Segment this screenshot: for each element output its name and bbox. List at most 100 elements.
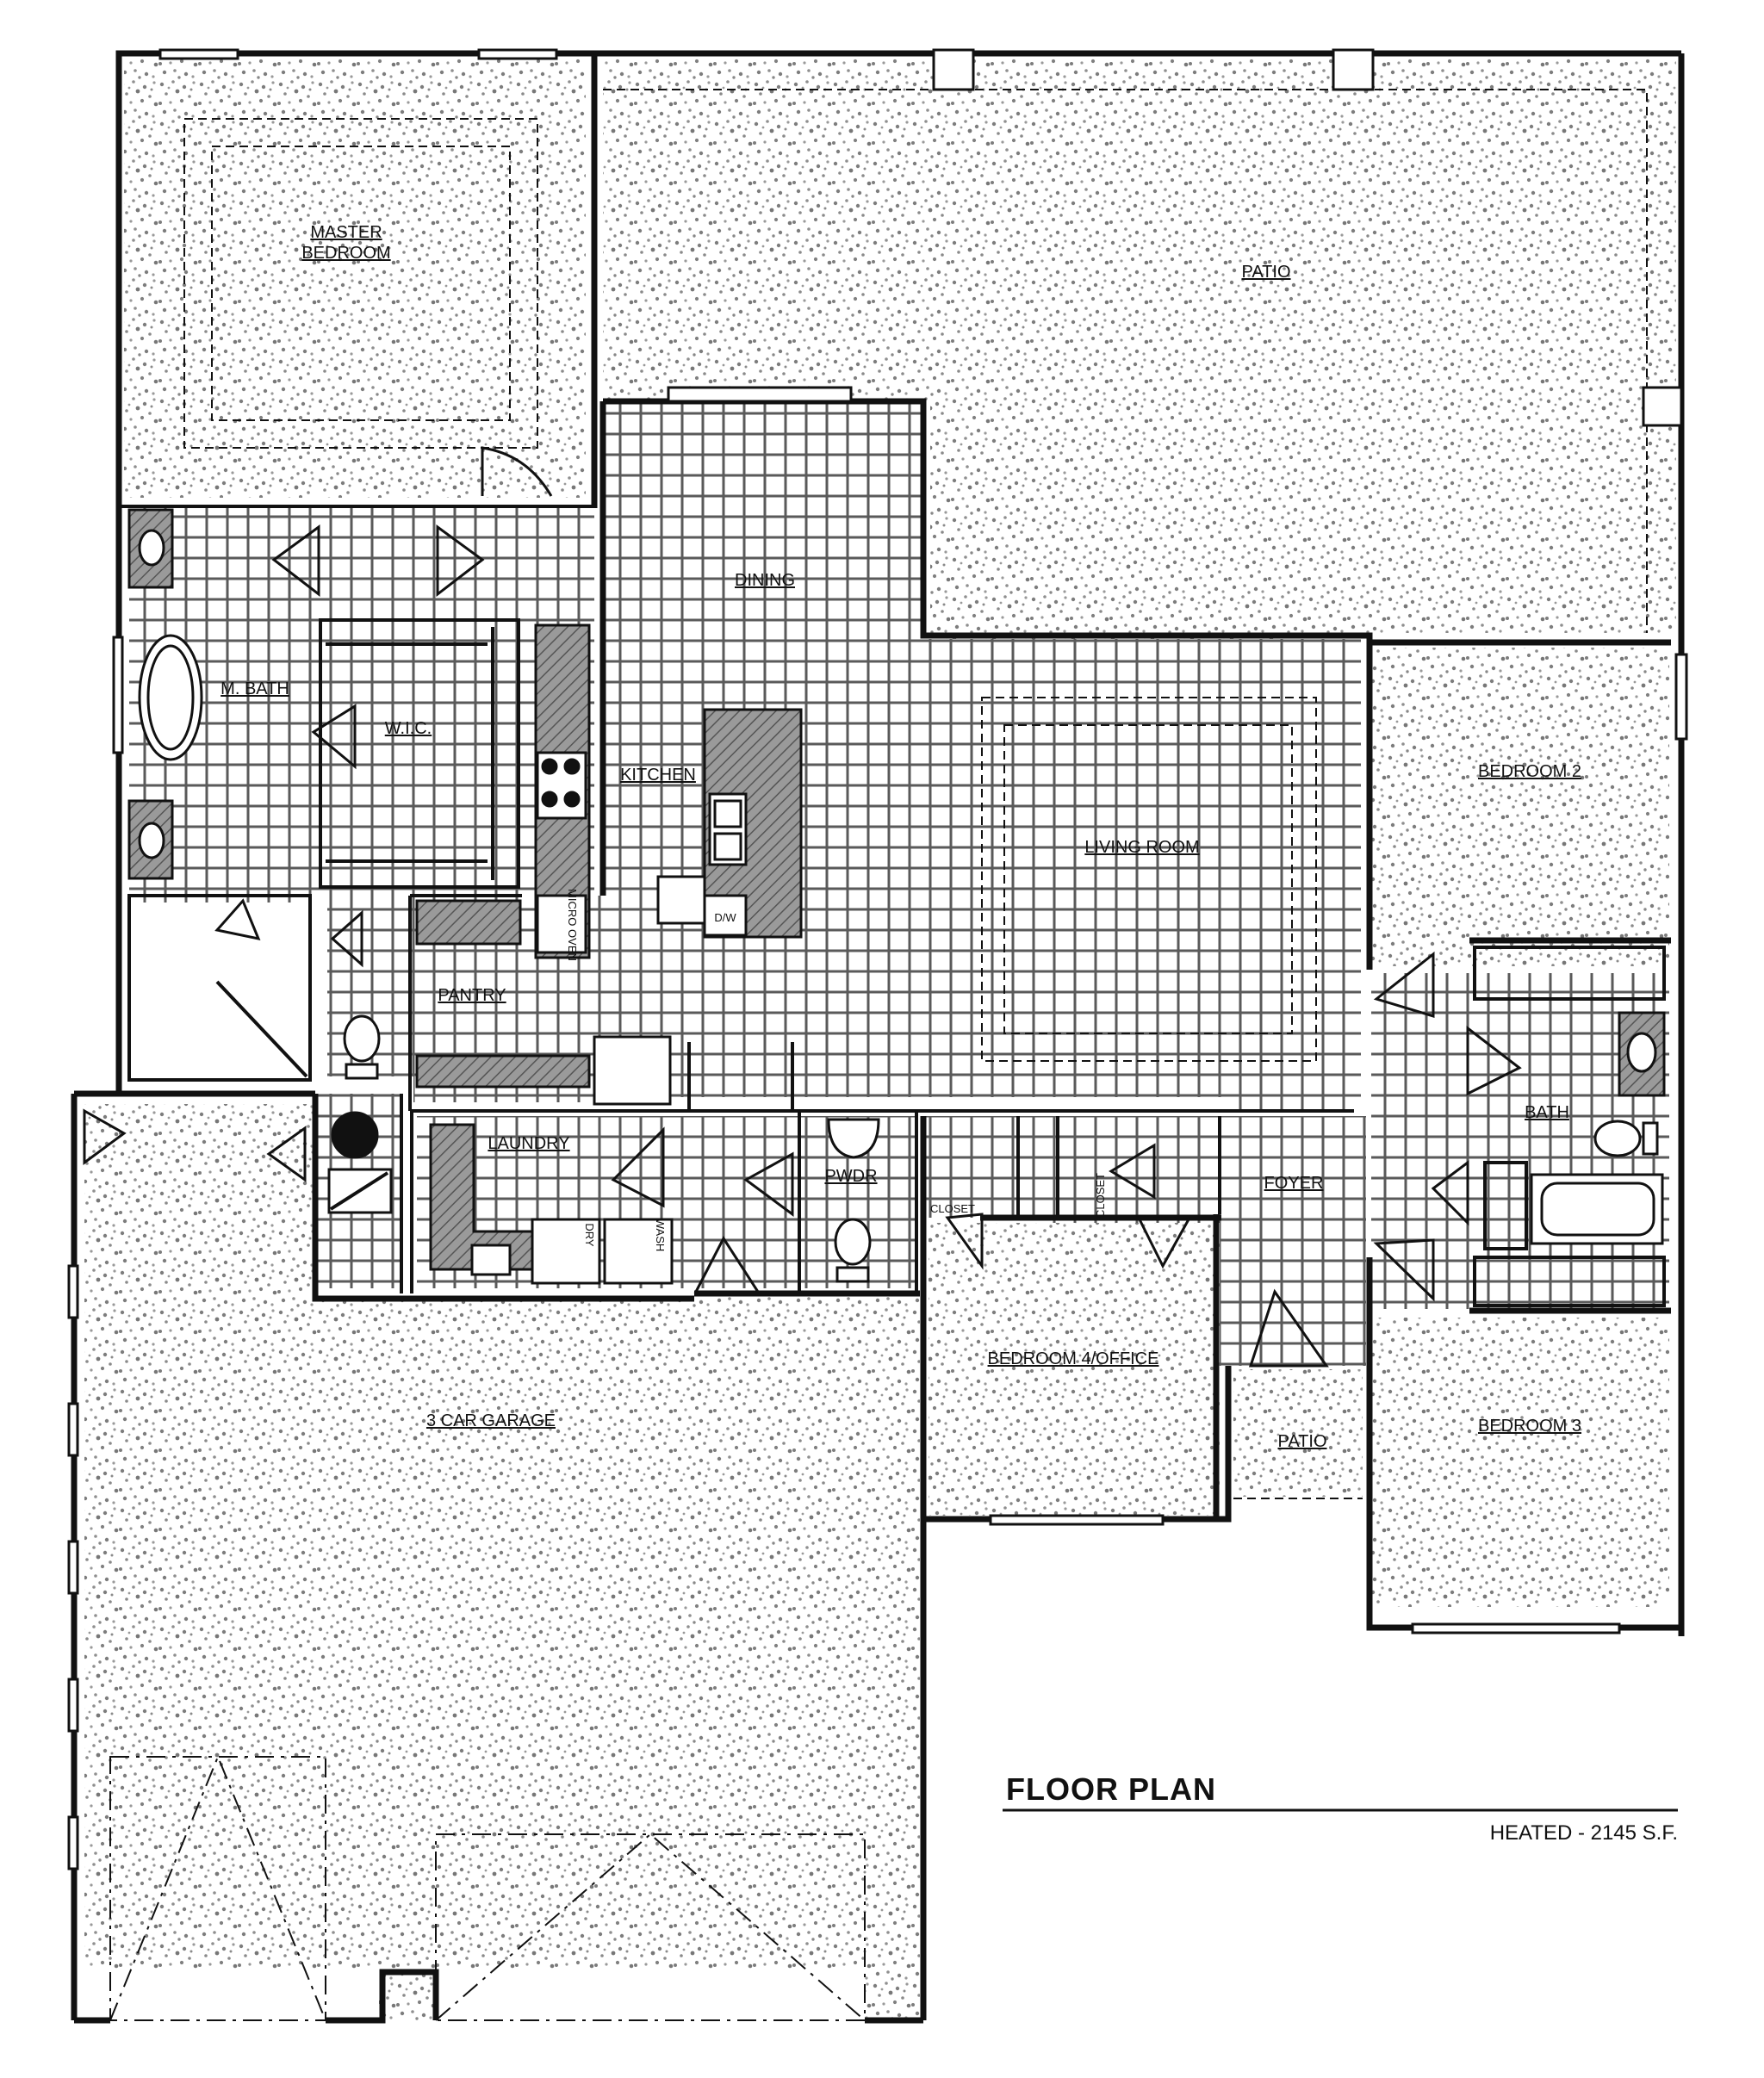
window bbox=[1642, 386, 1683, 427]
door-swing bbox=[693, 1236, 761, 1293]
garage-door-left bbox=[109, 1756, 326, 2021]
living-tray-inner bbox=[1003, 724, 1293, 1034]
floor-fills bbox=[84, 59, 1676, 2020]
door-swing bbox=[271, 524, 320, 598]
wic-box bbox=[319, 618, 520, 889]
door-swing bbox=[1373, 951, 1435, 1019]
door-swing bbox=[1466, 1025, 1522, 1096]
closet-floor bbox=[923, 1116, 1053, 1218]
kitchen-label: KITCHEN bbox=[620, 766, 696, 785]
window bbox=[67, 1678, 79, 1733]
bathtub-inner-icon bbox=[1540, 1182, 1655, 1237]
bedroom-4-label: BEDROOM 4/OFFICE bbox=[988, 1349, 1159, 1368]
door-swing bbox=[743, 1151, 794, 1217]
dishwasher-label: D/W bbox=[714, 911, 736, 924]
burner-icon bbox=[563, 791, 581, 808]
door-swing bbox=[481, 446, 553, 497]
washer-icon bbox=[603, 1218, 674, 1285]
micro-oven-label: MICRO OVEN bbox=[566, 889, 579, 961]
closet-right-label: CLOSET bbox=[1094, 1173, 1107, 1218]
water-heater-icon bbox=[331, 1111, 379, 1159]
door-swing bbox=[214, 898, 261, 941]
door-swing bbox=[1431, 1160, 1469, 1226]
bedroom-3-floor bbox=[1371, 1318, 1669, 1607]
toilet-icon bbox=[834, 1218, 872, 1266]
walls bbox=[71, 50, 1685, 2024]
shower-x1 bbox=[215, 980, 308, 1078]
pedestal-sink-icon bbox=[827, 1118, 880, 1159]
closet-left-label: CLOSET bbox=[930, 1202, 975, 1215]
dryer-icon bbox=[531, 1218, 601, 1285]
bedroom-2-floor bbox=[1371, 648, 1669, 966]
living-tray-outer bbox=[981, 697, 1317, 1062]
burner-icon bbox=[541, 791, 558, 808]
front-patio-label: PATIO bbox=[1277, 1432, 1326, 1451]
vanity-top bbox=[127, 508, 174, 589]
laundry-sink-icon bbox=[470, 1244, 512, 1276]
m-bath-label: M. BATH bbox=[220, 679, 289, 698]
window bbox=[1411, 1622, 1621, 1634]
foyer-label: FOYER bbox=[1264, 1174, 1324, 1193]
garage-door-left-swing bbox=[109, 1754, 326, 2021]
garage-doors bbox=[109, 1754, 866, 2021]
refrigerator-icon bbox=[593, 1035, 672, 1106]
window bbox=[67, 1540, 79, 1595]
bath-label: BATH bbox=[1525, 1103, 1569, 1122]
pantry-shelf-bottom bbox=[415, 1054, 591, 1089]
door-swing bbox=[311, 704, 357, 770]
door-swing bbox=[1109, 1143, 1156, 1200]
door-swing bbox=[1248, 1288, 1329, 1368]
toilet-tank-icon bbox=[1642, 1121, 1659, 1156]
washer-label: WASH bbox=[654, 1219, 667, 1252]
window bbox=[932, 48, 975, 91]
door-swing bbox=[945, 1213, 984, 1270]
fixtures bbox=[138, 529, 1664, 1285]
door-swing bbox=[330, 909, 363, 968]
burner-icon bbox=[563, 758, 581, 775]
master-bedroom-floor bbox=[124, 59, 586, 498]
living-room-label: LIVING ROOM bbox=[1084, 838, 1199, 857]
title-block: FLOOR PLAN HEATED - 2145 S.F. bbox=[1003, 1771, 1678, 1845]
door-swing bbox=[83, 1108, 127, 1165]
window bbox=[667, 386, 853, 403]
window bbox=[1332, 48, 1375, 91]
master-tray-inner bbox=[211, 146, 511, 421]
sink-icon bbox=[1626, 1032, 1657, 1073]
toilet-tank-icon bbox=[835, 1266, 870, 1283]
utility-block bbox=[312, 1094, 694, 1302]
window bbox=[67, 1402, 79, 1457]
front-patio-walls bbox=[1213, 1214, 1232, 1523]
bath-closet-bottom bbox=[1473, 1256, 1666, 1307]
toilet-icon bbox=[1593, 1120, 1642, 1157]
window bbox=[67, 1815, 79, 1870]
bathtub-inner bbox=[146, 644, 195, 751]
windows bbox=[67, 48, 1688, 1870]
sink-bowl-icon bbox=[713, 832, 742, 861]
bath-closet-top bbox=[1473, 946, 1666, 1001]
door-swing bbox=[436, 524, 485, 598]
pantry-shelf-top bbox=[415, 899, 522, 946]
doors bbox=[83, 446, 1522, 1368]
pwdr-label: PWDR bbox=[824, 1167, 877, 1186]
sink-icon bbox=[138, 822, 165, 859]
door-swing bbox=[1136, 1216, 1191, 1269]
toilet-icon bbox=[343, 1014, 381, 1063]
door-swing bbox=[1373, 1238, 1435, 1302]
rear-patio-label: PATIO bbox=[1241, 263, 1290, 282]
rear-patio-floor bbox=[603, 59, 1676, 639]
door-swing bbox=[611, 1126, 665, 1208]
pantry-label: PANTRY bbox=[438, 986, 506, 1005]
wic-label: W.I.C. bbox=[385, 719, 432, 738]
wic-floor bbox=[327, 622, 508, 880]
window bbox=[112, 636, 124, 754]
window bbox=[477, 48, 558, 60]
micro-oven-icon bbox=[536, 894, 587, 954]
master-tray-outer bbox=[183, 118, 538, 449]
dishwasher-icon bbox=[703, 894, 748, 937]
ceiling-lines bbox=[183, 89, 1648, 1499]
bedroom2-walls bbox=[1361, 632, 1373, 970]
garage-floor bbox=[84, 1104, 920, 2020]
